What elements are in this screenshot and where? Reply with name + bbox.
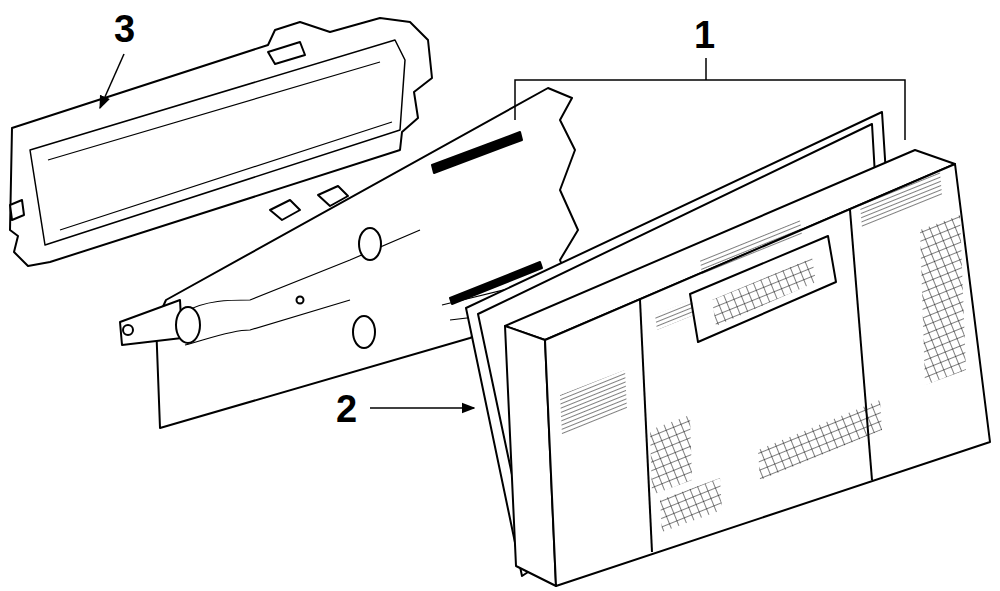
leader-line — [705, 58, 707, 80]
leader-line — [100, 54, 124, 108]
lens-assembly — [505, 150, 990, 586]
callout-number: 3 — [114, 10, 135, 48]
bracket — [515, 80, 905, 140]
callout-number: 1 — [694, 16, 715, 54]
callout-number: 2 — [336, 390, 357, 428]
leader-lines — [100, 54, 905, 408]
leader-line — [370, 407, 474, 409]
housing-tray — [10, 18, 432, 266]
